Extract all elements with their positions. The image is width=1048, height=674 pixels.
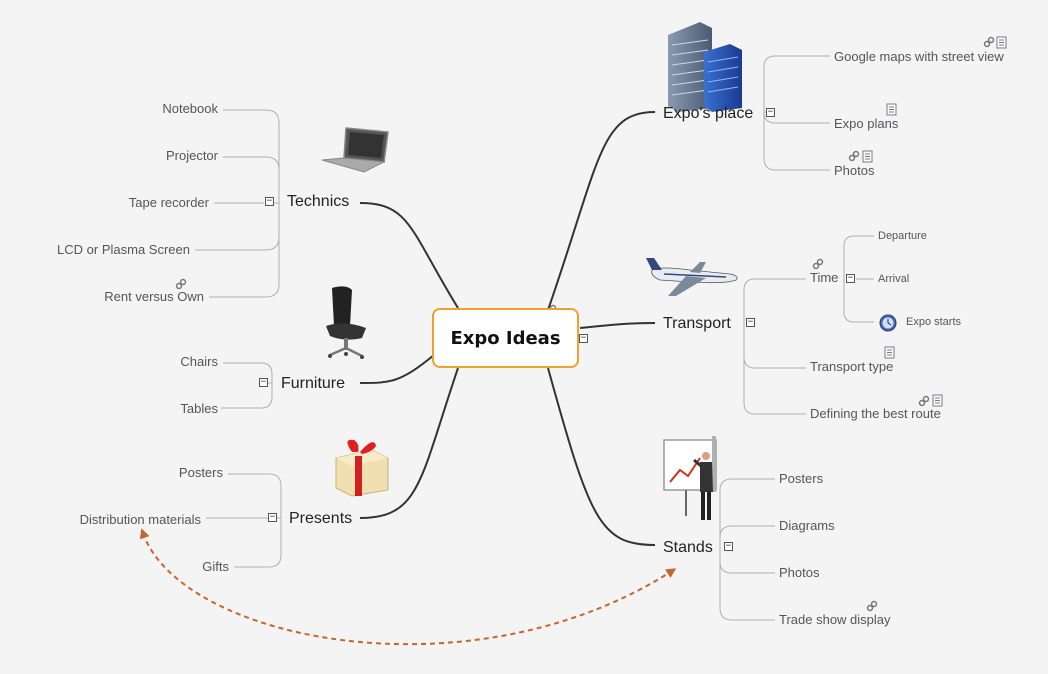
collapse-toggle[interactable]: − — [724, 541, 733, 551]
topic-technics[interactable]: Technics — [287, 193, 350, 210]
topic-furniture[interactable]: Furniture — [281, 375, 346, 392]
central-topic[interactable]: Expo Ideas — [432, 308, 579, 368]
branch-line-presents — [359, 367, 459, 519]
collapse-toggle[interactable]: − — [259, 377, 268, 387]
sub-branch-lines — [195, 55, 874, 621]
collapse-toggle[interactable]: − — [746, 317, 755, 327]
gift-box-icon — [335, 439, 389, 497]
note-icon — [884, 346, 895, 359]
subtopic-tables[interactable]: Tables — [180, 401, 218, 416]
link-icon — [848, 150, 860, 162]
subtopic-transport-type[interactable]: Transport type — [810, 359, 894, 374]
subtopic-trade-show-display[interactable]: Trade show display — [779, 612, 891, 627]
collapse-toggle[interactable]: − — [265, 196, 274, 206]
subtopic-projector[interactable]: Projector — [165, 148, 218, 163]
subtopic-rent-vs-own[interactable]: Rent versus Own — [104, 289, 204, 304]
branch-line-transport — [579, 322, 656, 329]
topic-stands[interactable]: Stands — [663, 539, 713, 556]
topic-expos-place[interactable]: Expo's place — [663, 105, 754, 122]
airplane-icon — [646, 258, 738, 296]
subtopic-tape-recorder[interactable]: Tape recorder — [128, 195, 209, 210]
note-icons — [862, 36, 1007, 407]
subtopic-chairs[interactable]: Chairs — [180, 354, 218, 369]
topic-presents[interactable]: Presents — [289, 510, 353, 527]
subtopic-expo-plans[interactable]: Expo plans — [834, 116, 899, 131]
relationship-arrow[interactable] — [139, 528, 677, 646]
link-icon — [866, 600, 878, 612]
collapse-toggle[interactable]: − — [268, 512, 277, 522]
subtopic-best-route[interactable]: Defining the best route — [810, 406, 941, 421]
link-icon — [175, 278, 187, 290]
presentation-board-icon — [663, 436, 717, 520]
note-icon — [886, 103, 897, 116]
note-icon — [996, 36, 1007, 49]
subtopic-time[interactable]: Time — [810, 270, 839, 285]
collapse-toggle[interactable]: − — [579, 333, 588, 343]
link-icon — [918, 395, 930, 407]
clock-icon — [879, 314, 897, 332]
laptop-icon — [321, 127, 389, 173]
subtopic-lcd-plasma[interactable]: LCD or Plasma Screen — [57, 242, 190, 257]
subtopic-photos[interactable]: Photos — [779, 565, 820, 580]
subtopic-notebook[interactable]: Notebook — [162, 101, 218, 116]
subtopic-posters[interactable]: Posters — [779, 471, 824, 486]
subtopic-diagrams[interactable]: Diagrams — [779, 518, 835, 533]
branch-line-technics — [359, 202, 459, 309]
collapse-toggle[interactable]: − — [846, 273, 855, 283]
subtopic-google-maps[interactable]: Google maps with street view — [834, 49, 1004, 64]
collapse-toggle[interactable]: − — [766, 107, 775, 117]
main-branch-lines — [359, 111, 656, 546]
topic-transport[interactable]: Transport — [663, 315, 731, 332]
note-icon — [862, 150, 873, 163]
subtopic-distribution-materials[interactable]: Distribution materials — [79, 512, 201, 527]
building-icon — [668, 22, 742, 112]
note-icon — [932, 394, 943, 407]
branch-line-stands — [547, 367, 656, 546]
link-icon — [812, 258, 824, 270]
branch-line-expos-place — [547, 111, 656, 311]
subtopic-photos[interactable]: Photos — [834, 163, 875, 178]
subtopic-arrival[interactable]: Arrival — [878, 273, 910, 285]
subtopic-expo-starts[interactable]: Expo starts — [906, 316, 962, 328]
subtopic-departure[interactable]: Departure — [878, 230, 927, 242]
subtopic-gifts[interactable]: Gifts — [202, 559, 229, 574]
branch-line-furniture — [359, 354, 435, 384]
office-chair-icon — [326, 286, 366, 359]
link-icon — [983, 36, 995, 48]
subtopic-posters[interactable]: Posters — [178, 465, 223, 480]
